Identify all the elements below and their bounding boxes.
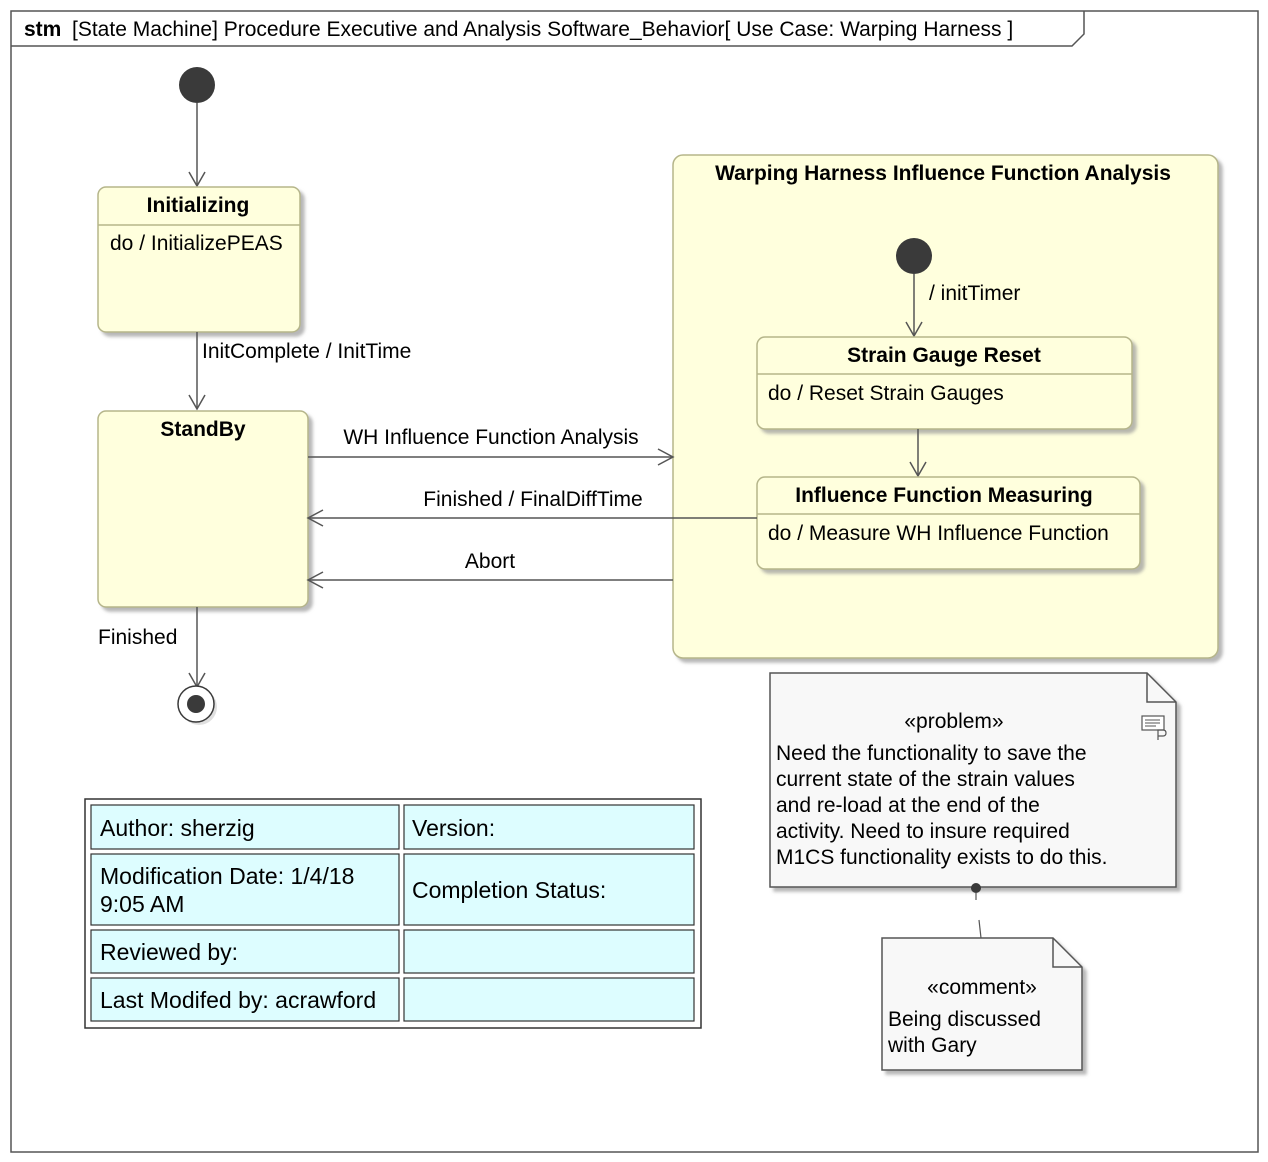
note-comment-stereotype: «comment» bbox=[927, 976, 1037, 999]
transition-initializing-to-standby[interactable] bbox=[188, 332, 206, 411]
state-initializing-activity: do / InitializePEAS bbox=[110, 232, 283, 255]
transition-label-wh-analysis: WH Influence Function Analysis bbox=[343, 426, 638, 449]
note-problem-line-4: activity. Need to insure required bbox=[776, 820, 1070, 843]
transition-standby-to-composite[interactable] bbox=[308, 448, 675, 466]
transition-label-abort: Abort bbox=[465, 550, 515, 573]
info-cell-last-modified bbox=[90, 977, 400, 1022]
note-problem-stereotype: «problem» bbox=[904, 710, 1003, 733]
transition-composite-to-standby-abort[interactable] bbox=[306, 571, 673, 589]
info-reviewed-by: Reviewed by: bbox=[100, 939, 238, 965]
transition-label-finished: Finished bbox=[98, 626, 177, 649]
problem-icon bbox=[1141, 715, 1167, 740]
inner-initial-node[interactable] bbox=[896, 238, 932, 274]
frame-title: [State Machine] Procedure Executive and … bbox=[72, 18, 1013, 41]
transition-label-init-complete: InitComplete / InitTime bbox=[202, 340, 411, 363]
state-composite-name: Warping Harness Influence Function Analy… bbox=[715, 162, 1171, 185]
note-problem-line-5: M1CS functionality exists to do this. bbox=[776, 846, 1107, 869]
initial-node[interactable] bbox=[179, 67, 215, 103]
info-version: Version: bbox=[412, 815, 495, 841]
transition-label-init-timer: / initTimer bbox=[929, 282, 1020, 305]
info-cell-reviewed bbox=[90, 929, 400, 974]
note-comment-line-1: Being discussed bbox=[888, 1008, 1041, 1031]
note-comment[interactable]: «comment» Being discussed with Gary bbox=[881, 937, 1083, 1071]
frame-keyword: stm bbox=[24, 18, 61, 41]
state-initializing[interactable]: Initializing do / InitializePEAS bbox=[97, 186, 301, 333]
info-cell-reviewed-value bbox=[403, 929, 695, 974]
info-last-modified-by: Last Modifed by: acrawford bbox=[100, 987, 376, 1013]
info-cell-author bbox=[90, 804, 400, 850]
transition-label-finished-final-diff: Finished / FinalDiffTime bbox=[423, 488, 642, 511]
state-standby-name: StandBy bbox=[160, 418, 246, 441]
info-author: Author: sherzig bbox=[100, 815, 255, 841]
note-problem-line-3: and re-load at the end of the bbox=[776, 794, 1040, 817]
note-problem-line-1: Need the functionality to save the bbox=[776, 742, 1087, 765]
info-modification-time: 9:05 AM bbox=[100, 891, 184, 917]
state-strain-gauge-reset[interactable]: Strain Gauge Reset do / Reset Strain Gau… bbox=[756, 336, 1133, 430]
note-problem-line-2: current state of the strain values bbox=[776, 768, 1075, 791]
transition-influence-to-standby[interactable] bbox=[306, 509, 757, 527]
transition-inner-initial-to-strain-gauge[interactable] bbox=[905, 274, 923, 338]
transition-standby-to-final[interactable] bbox=[188, 607, 206, 689]
state-influence-function-measuring-activity: do / Measure WH Influence Function bbox=[768, 522, 1109, 545]
transition-strain-gauge-to-influence[interactable] bbox=[909, 429, 927, 478]
info-cell-completion bbox=[403, 853, 695, 926]
note-comment-line-2: with Gary bbox=[887, 1034, 977, 1057]
info-table: Author: sherzig Version: Modification Da… bbox=[84, 798, 702, 1029]
state-strain-gauge-reset-activity: do / Reset Strain Gauges bbox=[768, 382, 1004, 405]
info-completion-status: Completion Status: bbox=[412, 877, 606, 903]
state-influence-function-measuring[interactable]: Influence Function Measuring do / Measur… bbox=[756, 476, 1141, 570]
note-anchor[interactable] bbox=[971, 883, 982, 939]
info-cell-modification bbox=[90, 853, 400, 926]
state-influence-function-measuring-name: Influence Function Measuring bbox=[795, 484, 1093, 507]
state-initializing-name: Initializing bbox=[147, 194, 250, 217]
diagram-frame: stm [State Machine] Procedure Executive … bbox=[10, 10, 1259, 1153]
info-cell-version bbox=[403, 804, 695, 850]
final-node[interactable] bbox=[177, 685, 217, 725]
transition-initial-to-initializing[interactable] bbox=[188, 103, 206, 188]
state-standby[interactable]: StandBy bbox=[97, 410, 309, 608]
info-cell-last-modified-value bbox=[403, 977, 695, 1022]
state-strain-gauge-reset-name: Strain Gauge Reset bbox=[847, 344, 1041, 367]
note-problem[interactable]: «problem» Need the functionality to save… bbox=[769, 672, 1177, 888]
info-modification-date: Modification Date: 1/4/18 bbox=[100, 863, 354, 889]
